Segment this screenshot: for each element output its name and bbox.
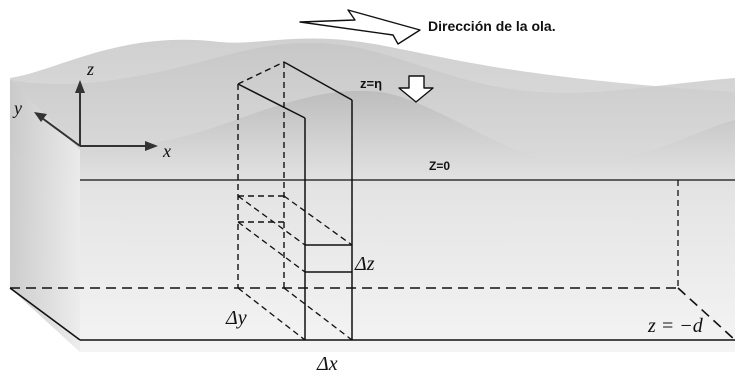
wave-direction-arrow-icon [299,9,421,45]
axis-z-label: z [86,59,94,79]
delta-y-label: Δy [225,307,247,329]
bottom-right-edge [677,287,736,341]
delta-x-label: Δx [316,353,338,375]
coordinate-axes [34,80,158,151]
control-volume-front-face [237,61,353,340]
left-side-wall [10,80,80,352]
delta-z-label: Δz [354,253,375,275]
front-wave-surface [80,90,735,180]
axis-y-label: y [12,98,22,118]
bottom-left-edge [9,287,81,341]
y-axis-arrowhead [34,112,47,122]
x-axis-arrowhead [145,141,158,151]
control-volume-slab-edges [237,195,353,341]
mean-level-label: Z=0 [429,159,450,173]
down-arrow-icon [398,75,434,103]
bottom-depth-label: z = −d [647,315,704,337]
surface-elevation-label: z=η [360,76,382,91]
z-axis-arrowhead [75,80,85,93]
axis-x-label: x [162,141,171,161]
control-volume-back-face [237,61,285,288]
wave-direction-label: Dirección de la ola. [428,18,556,34]
y-axis [41,117,81,147]
